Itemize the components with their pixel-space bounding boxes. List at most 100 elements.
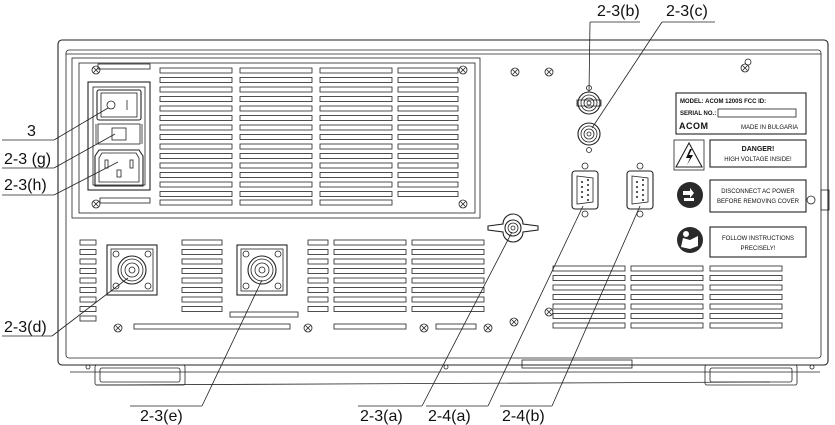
db9-connector-b[interactable] [627,163,653,217]
vent-slot [320,87,392,92]
vent-slot [412,278,484,283]
vent-slot [553,276,625,281]
vent-slot [160,97,232,102]
disconnect-line-1: DISCONNECT AC POWER [721,189,795,195]
nameplate: MODEL: ACOM 1200S FCC ID: SERIAL NO.: AC… [676,93,806,134]
rf-connector-e[interactable] [237,245,287,295]
follow-line-2: PRECISELY! [741,246,776,252]
vent-slot [320,97,392,102]
rf-connector-d[interactable] [107,245,157,295]
vent-slot [631,285,703,290]
vent-slot [334,240,406,245]
vent-slot [80,250,96,255]
vent-slot [631,276,703,281]
vent-slot [334,288,406,293]
vent-slot [308,297,328,302]
vent-slot [160,163,232,168]
vent-slot [80,269,96,274]
vent-slot [553,295,625,300]
vent-slot [308,259,328,264]
db9-connector-a[interactable] [572,163,598,217]
vent-slot [80,259,96,264]
callout-2-3-a: 2-3(a) [360,408,403,425]
vent-slot [308,269,328,274]
nameplate-made-in: MADE IN BULGARIA [741,125,798,131]
vent-slot [308,240,328,245]
vent-slot [80,297,96,302]
lower-vent-panel [80,240,492,332]
vent-slot [553,266,625,271]
vent-slot [320,78,392,83]
vent-slot [553,285,625,290]
vent-slot [320,116,392,121]
callout-labels: 2-3(b) 2-3(c) 3 2-3 (g) 2-3(h) 2-3(d) 2-… [4,3,708,425]
vent-slot [240,163,312,168]
vent-slot [240,68,312,73]
vent-slot [160,125,232,130]
vent-slot [160,182,232,187]
vent-slot [240,154,312,159]
coax-jack-b[interactable] [577,92,601,114]
vent-slot [160,106,232,111]
vent-slot [240,192,312,197]
vent-slot [98,64,150,69]
callout-2-3-b: 2-3(b) [597,3,640,20]
vent-slot [308,278,328,283]
callout-2-4-b: 2-4(b) [502,408,545,425]
vent-slot [334,259,406,264]
vent-slot [80,240,96,245]
vent-slot [710,295,782,300]
vent-slot [182,240,222,245]
vent-slot [160,135,232,140]
vent-slot [160,144,232,149]
vent-slot [240,116,312,121]
nameplate-model: MODEL: ACOM 1200S FCC ID: [680,99,766,105]
vent-slot [182,297,222,302]
nameplate-serial: SERIAL NO.: [680,111,716,117]
vent-slot [182,259,222,264]
vent-slot [320,182,392,187]
callout-2-4-a: 2-4(a) [428,408,471,425]
vent-slot [631,295,703,300]
vent-slot [710,276,782,281]
vent-slot [334,250,406,255]
vent-slot [240,125,312,130]
vent-slot [334,297,406,302]
vent-slot [240,200,312,205]
vent-slot [80,288,96,293]
ac-inlet-socket[interactable] [95,150,143,186]
vent-slot [240,144,312,149]
coax-jack-c[interactable] [578,123,600,145]
vent-slot [240,135,312,140]
vent-slot [334,269,406,274]
vent-slot [308,250,328,255]
vent-slot [100,198,150,203]
vent-slot [80,316,96,321]
mount-hole [745,59,751,65]
vent-slot [398,97,458,102]
lightning-bolt-icon [686,149,693,165]
vent-slot [182,269,222,274]
callout-2-3-d: 2-3(d) [4,319,47,336]
vent-slot [412,259,484,264]
vent-slot [553,314,625,319]
vent-slot [160,87,232,92]
vent-slot [320,192,392,197]
vent-slot [412,288,484,293]
vent-slot [334,307,406,312]
vent-slot [398,125,458,130]
ground-terminal[interactable] [488,214,538,242]
vent-slot [230,312,298,317]
vent-slot [398,182,458,187]
vent-slot [398,78,458,83]
power-switch[interactable] [97,90,141,120]
vent-slot [308,288,328,293]
danger-text: HIGH VOLTAGE INSIDE! [724,157,792,163]
vent-slot [631,314,703,319]
disconnect-label: DISCONNECT AC POWER BEFORE REMOVING COVE… [677,180,806,212]
vent-slot [553,323,625,328]
vent-slot [320,200,392,205]
vent-slot [320,163,392,168]
vent-slot [710,323,782,328]
vent-slot [160,68,232,73]
